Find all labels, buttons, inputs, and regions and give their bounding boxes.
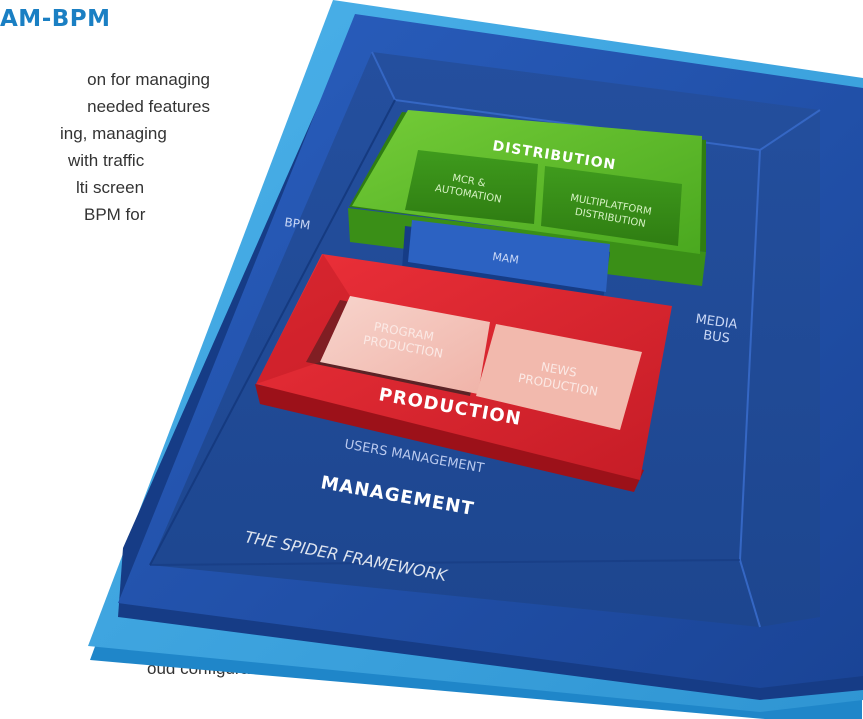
mam-block	[402, 220, 610, 300]
intro-line: BPM for	[84, 205, 146, 224]
intro-paragraph: on for managing needed features ing, man…	[0, 66, 210, 228]
mam-label: MAM	[492, 250, 520, 267]
media-bus-line-1: MEDIA	[695, 312, 739, 333]
bpm-label: BPM	[284, 215, 312, 232]
media-bus-line-2: BUS	[702, 328, 731, 347]
media-bus-label: MEDIA BUS	[692, 312, 742, 348]
section-heading: AM-BPM	[0, 6, 111, 32]
intro-line: on for managing	[87, 70, 210, 89]
production-block	[255, 254, 672, 492]
intro-line: lti screen	[76, 178, 145, 197]
intro-line: ing, managing	[60, 124, 167, 143]
news-line-1: NEWS	[540, 360, 578, 380]
intro-line: with traffic	[68, 151, 145, 170]
intro-line: needed features	[87, 97, 210, 116]
